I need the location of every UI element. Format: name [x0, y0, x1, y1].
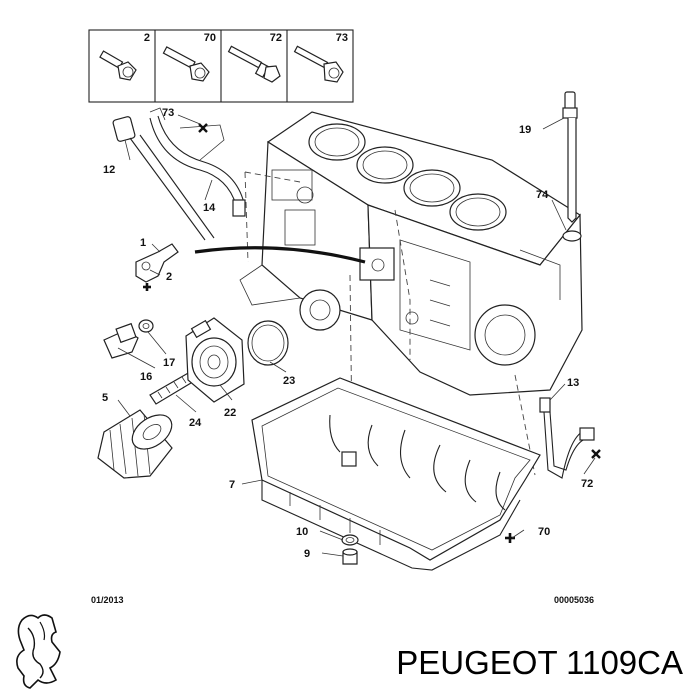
callout-10: 10 — [296, 526, 308, 538]
bolt-label-72: 72 — [270, 32, 282, 44]
callout-13: 13 — [567, 377, 579, 389]
callout-7: 7 — [229, 479, 235, 491]
callout-23: 23 — [283, 375, 295, 387]
cross-icon — [143, 283, 151, 291]
oil-filter — [97, 409, 173, 479]
callout-labels: 73 12 14 19 74 1 2 5 16 17 22 23 24 7 13… — [102, 107, 593, 560]
bolt-label-73: 73 — [336, 32, 348, 44]
callout-16: 16 — [140, 371, 152, 383]
callout-17: 17 — [163, 357, 175, 369]
drain-plug — [341, 534, 359, 565]
pan-dipstick-tube — [539, 397, 595, 479]
oil-cooler — [185, 317, 245, 403]
callout-74: 74 — [536, 189, 549, 201]
bolt-icon-70 — [162, 46, 210, 82]
sensor-bracket — [135, 243, 366, 283]
leader-lines — [117, 114, 596, 557]
bolt-icon-73 — [293, 45, 344, 83]
bolt-icon-72 — [227, 45, 281, 83]
cross-icon — [505, 533, 515, 543]
gasket-ring — [247, 320, 289, 366]
engine-block — [239, 111, 583, 476]
callout-22: 22 — [224, 407, 236, 419]
callout-9: 9 — [304, 548, 310, 560]
bolt-icon-2 — [99, 50, 137, 81]
callout-73: 73 — [162, 107, 174, 119]
callout-5: 5 — [102, 392, 108, 404]
peugeot-lion-logo — [16, 614, 61, 689]
callout-12: 12 — [103, 164, 115, 176]
callout-1: 1 — [140, 237, 146, 249]
oil-pan — [251, 377, 541, 571]
bolt-label-2: 2 — [144, 32, 150, 44]
cross-markers — [143, 123, 601, 543]
callout-19: 19 — [519, 124, 531, 136]
dipstick — [562, 91, 582, 242]
brand-title: PEUGEOT 1109CA — [396, 644, 683, 681]
bolt-table: 2 70 72 73 — [88, 29, 354, 103]
bolt-label-70: 70 — [204, 32, 216, 44]
callout-14: 14 — [203, 202, 216, 214]
diagram-code: 00005036 — [554, 595, 594, 605]
callout-24: 24 — [189, 417, 202, 429]
callout-72: 72 — [581, 478, 593, 490]
cross-icon — [591, 449, 601, 459]
callout-2: 2 — [166, 271, 172, 283]
diagram-date: 01/2013 — [91, 595, 124, 605]
cross-icon — [198, 123, 208, 133]
oil-pressure-sensor — [103, 319, 154, 359]
dipstick-guide — [112, 107, 246, 241]
callout-70: 70 — [538, 526, 550, 538]
